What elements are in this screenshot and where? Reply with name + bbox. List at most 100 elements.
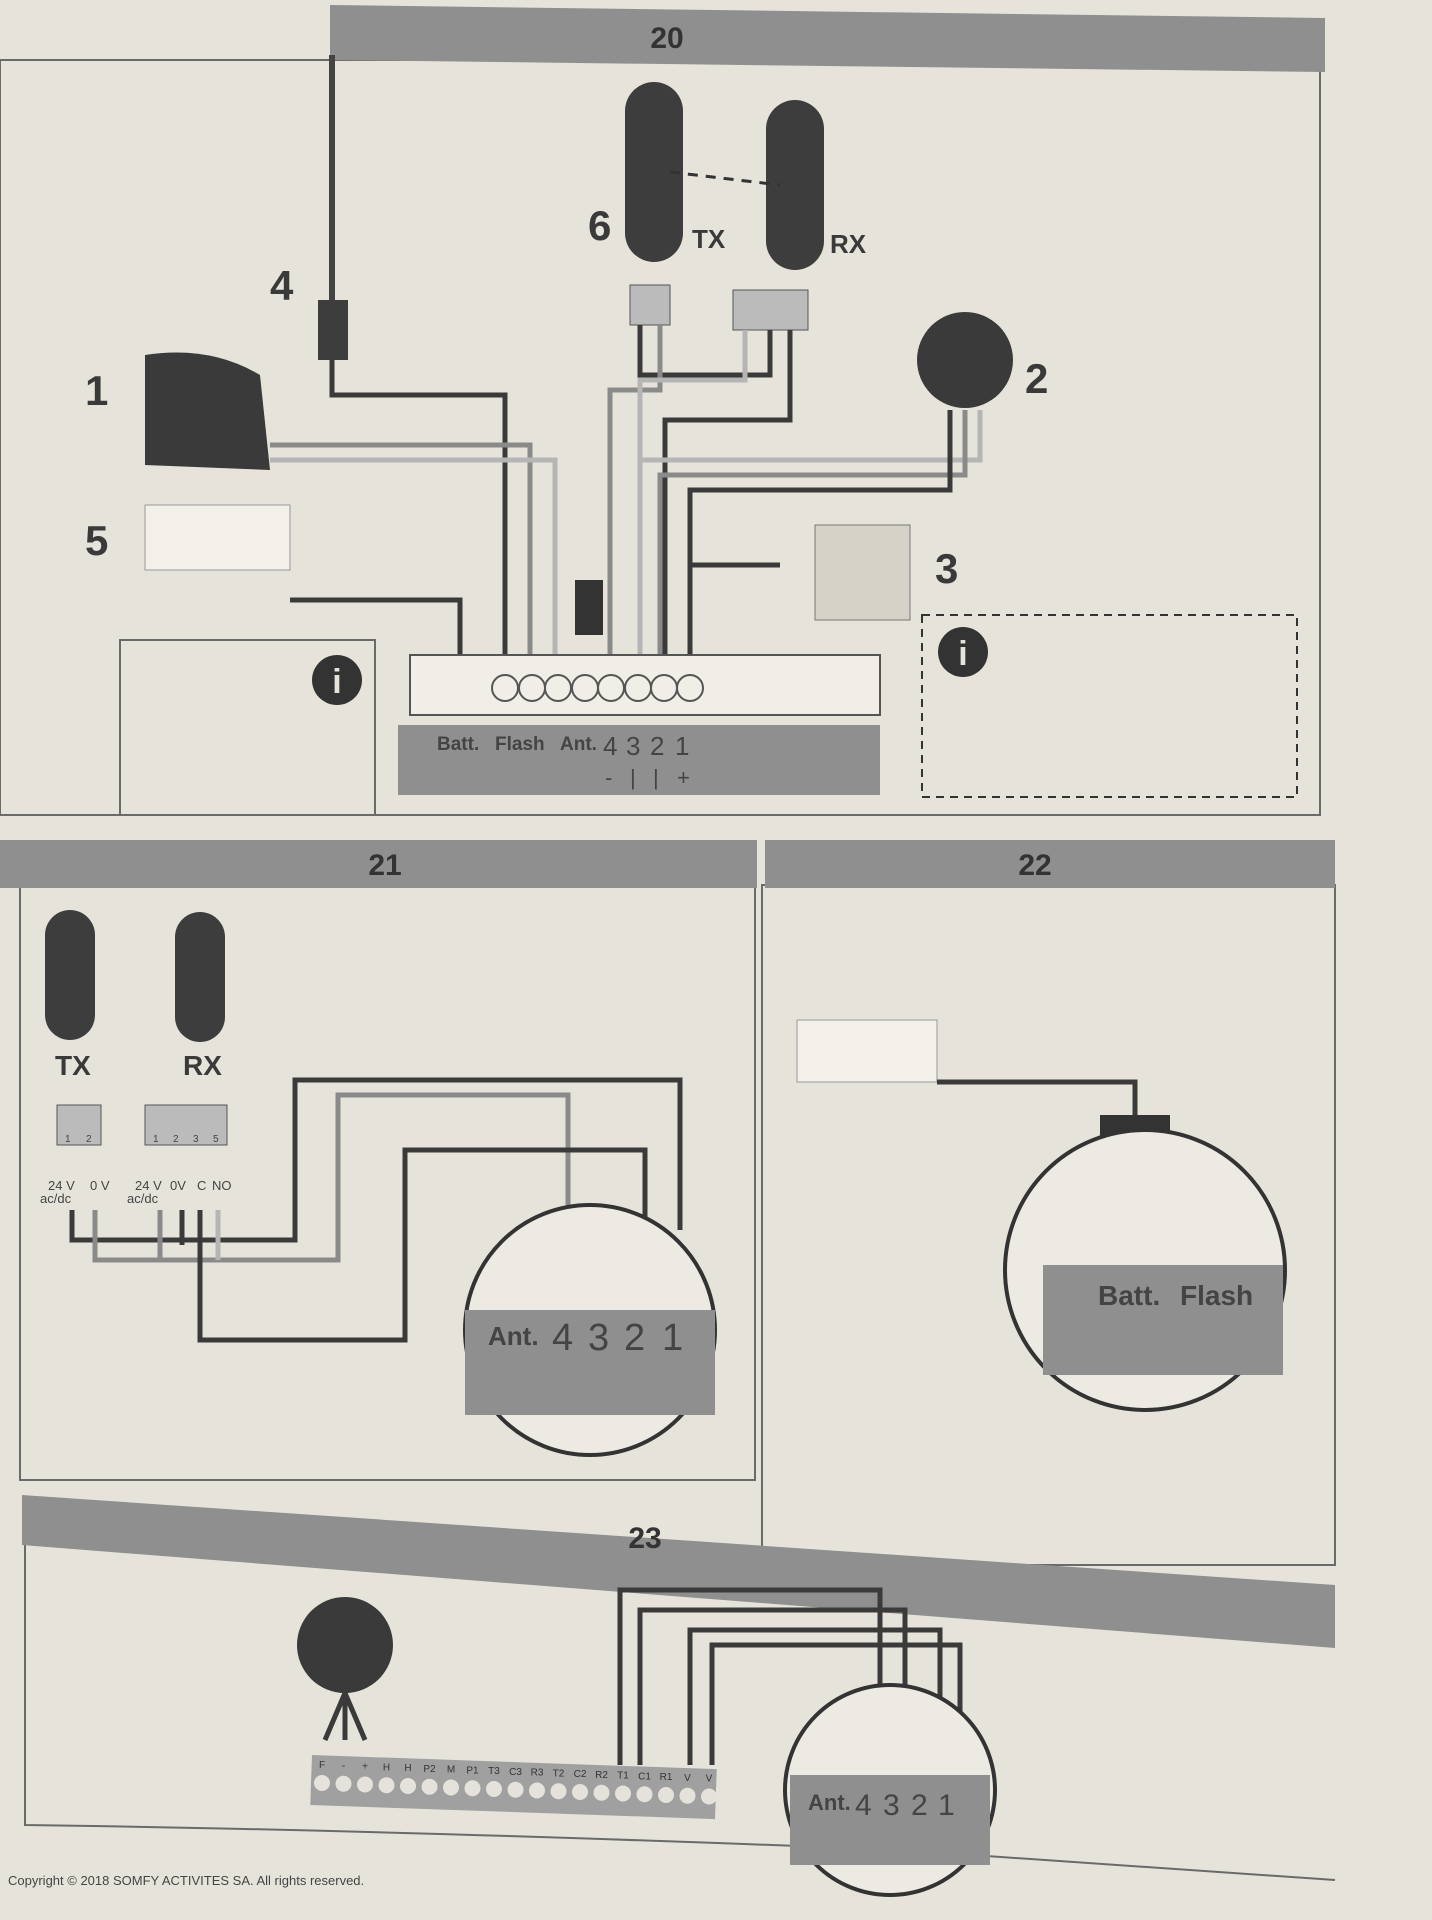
photocell-tx <box>45 910 95 1040</box>
terminal-label: V <box>684 1773 691 1784</box>
terminal-label: M <box>447 1765 455 1776</box>
callout-4: 4 <box>270 262 294 309</box>
symbol-minus: - <box>605 765 612 790</box>
info-inset-right <box>921 614 1298 798</box>
label-2: 2 <box>911 1789 928 1822</box>
terminal-label: C2 <box>574 1769 587 1780</box>
photocell-tx <box>625 82 683 262</box>
tx-acdc-label: ac/dc <box>40 1191 72 1206</box>
board-label-strip <box>1043 1265 1283 1375</box>
figure-23-number: 23 <box>628 1522 661 1555</box>
photocell-rx <box>175 912 225 1042</box>
symbol-bar: | <box>630 765 636 790</box>
terminal-screw <box>357 1776 373 1793</box>
terminal-screw <box>507 1781 524 1798</box>
label-3: 3 <box>883 1789 900 1822</box>
label-2: 2 <box>650 731 664 761</box>
terminal-label: H <box>383 1762 390 1773</box>
rx-label: RX <box>830 229 867 259</box>
figure-22-header-bar <box>765 840 1335 888</box>
terminal-screw <box>486 1781 502 1797</box>
terminal-screw <box>400 1778 416 1794</box>
terminal-screw <box>335 1775 352 1792</box>
label-1: 1 <box>662 1317 683 1359</box>
figure-22-number: 22 <box>1018 849 1051 882</box>
terminal-label: P1 <box>466 1765 479 1776</box>
terminal-screw <box>443 1779 459 1796</box>
battery-pack <box>796 1019 938 1083</box>
terminal-screw <box>550 1783 567 1800</box>
rx-terminal <box>732 289 809 331</box>
tx-terminal <box>56 1104 102 1146</box>
flash-light-icon <box>145 352 270 470</box>
label-3: 3 <box>588 1317 609 1359</box>
terminal-screw <box>593 1784 610 1801</box>
info-icon <box>938 627 988 677</box>
symbol-plus: + <box>677 765 690 790</box>
terminal-label: - <box>342 1761 345 1772</box>
terminal-screw <box>464 1780 481 1797</box>
info-icon <box>312 655 362 705</box>
terminal-label: R2 <box>595 1770 608 1781</box>
label-ant: Ant. <box>560 734 597 755</box>
terminal-screw <box>658 1787 674 1803</box>
rx-label: RX <box>183 1050 222 1081</box>
terminal-label: V <box>706 1774 713 1785</box>
terminal-screw <box>378 1777 395 1794</box>
figure-21: 21 TX RX 1 2 1 2 3 5 24 V ac/dc 0 V 24 V… <box>0 840 757 1481</box>
figure-22: 22 Batt. Flash <box>761 840 1336 1566</box>
terminal-label: C1 <box>638 1771 651 1782</box>
terminal-label: T2 <box>553 1768 565 1779</box>
pin-label: 1 <box>153 1134 159 1145</box>
terminal-screw <box>314 1775 330 1791</box>
tx-terminal <box>629 284 671 326</box>
copyright-footer: Copyright © 2018 SOMFY ACTIVITES SA. All… <box>8 1873 364 1888</box>
label-flash: Flash <box>1180 1280 1253 1311</box>
terminal-screw <box>572 1784 588 1800</box>
terminal-label: R1 <box>660 1772 673 1783</box>
battery-pack <box>144 504 291 571</box>
figure-23-frame <box>24 1545 1336 1881</box>
label-flash: Flash <box>495 734 545 755</box>
tx-label: TX <box>55 1050 91 1081</box>
terminal-label: + <box>362 1762 368 1773</box>
terminal-screw <box>636 1786 653 1803</box>
pin-label: 2 <box>86 1134 92 1145</box>
label-4: 4 <box>603 731 617 761</box>
rx-24v-label: 24 V <box>135 1178 162 1193</box>
terminal-label: H <box>404 1763 411 1774</box>
beam-line <box>669 170 781 187</box>
board-label-strip <box>790 1775 990 1865</box>
callout-6: 6 <box>588 202 611 249</box>
pin-label: 5 <box>213 1134 219 1145</box>
terminal-label: F <box>319 1760 325 1771</box>
terminal-screw <box>615 1785 631 1802</box>
figure-21-number: 21 <box>368 849 401 882</box>
terminal-screw <box>701 1788 717 1805</box>
figure-20: 20 6 TX RX 4 1 5 2 3 <box>0 5 1325 816</box>
figure-20-number: 20 <box>650 22 683 55</box>
figure-20-header-bar <box>330 5 1325 72</box>
pin-label: 3 <box>193 1134 199 1145</box>
figure-21-header-bar <box>0 840 757 888</box>
label-4: 4 <box>552 1317 573 1359</box>
label-4: 4 <box>855 1789 872 1822</box>
callout-1: 1 <box>85 367 108 414</box>
label-batt: Batt. <box>437 734 479 755</box>
label-3: 3 <box>626 731 640 761</box>
board-label-strip <box>398 725 880 795</box>
control-board-terminal-block <box>409 654 881 716</box>
tx-24v-label: 24 V <box>48 1178 75 1193</box>
board-label-strip <box>465 1310 715 1415</box>
terminal-screw <box>529 1782 545 1799</box>
info-inset-left <box>119 639 376 816</box>
rx-terminal <box>144 1104 228 1146</box>
terminal-label: T3 <box>488 1766 500 1777</box>
key-switch-icon <box>814 524 911 621</box>
keypad-icon <box>917 312 1013 408</box>
callout-3: 3 <box>935 545 958 592</box>
label-1: 1 <box>675 731 689 761</box>
